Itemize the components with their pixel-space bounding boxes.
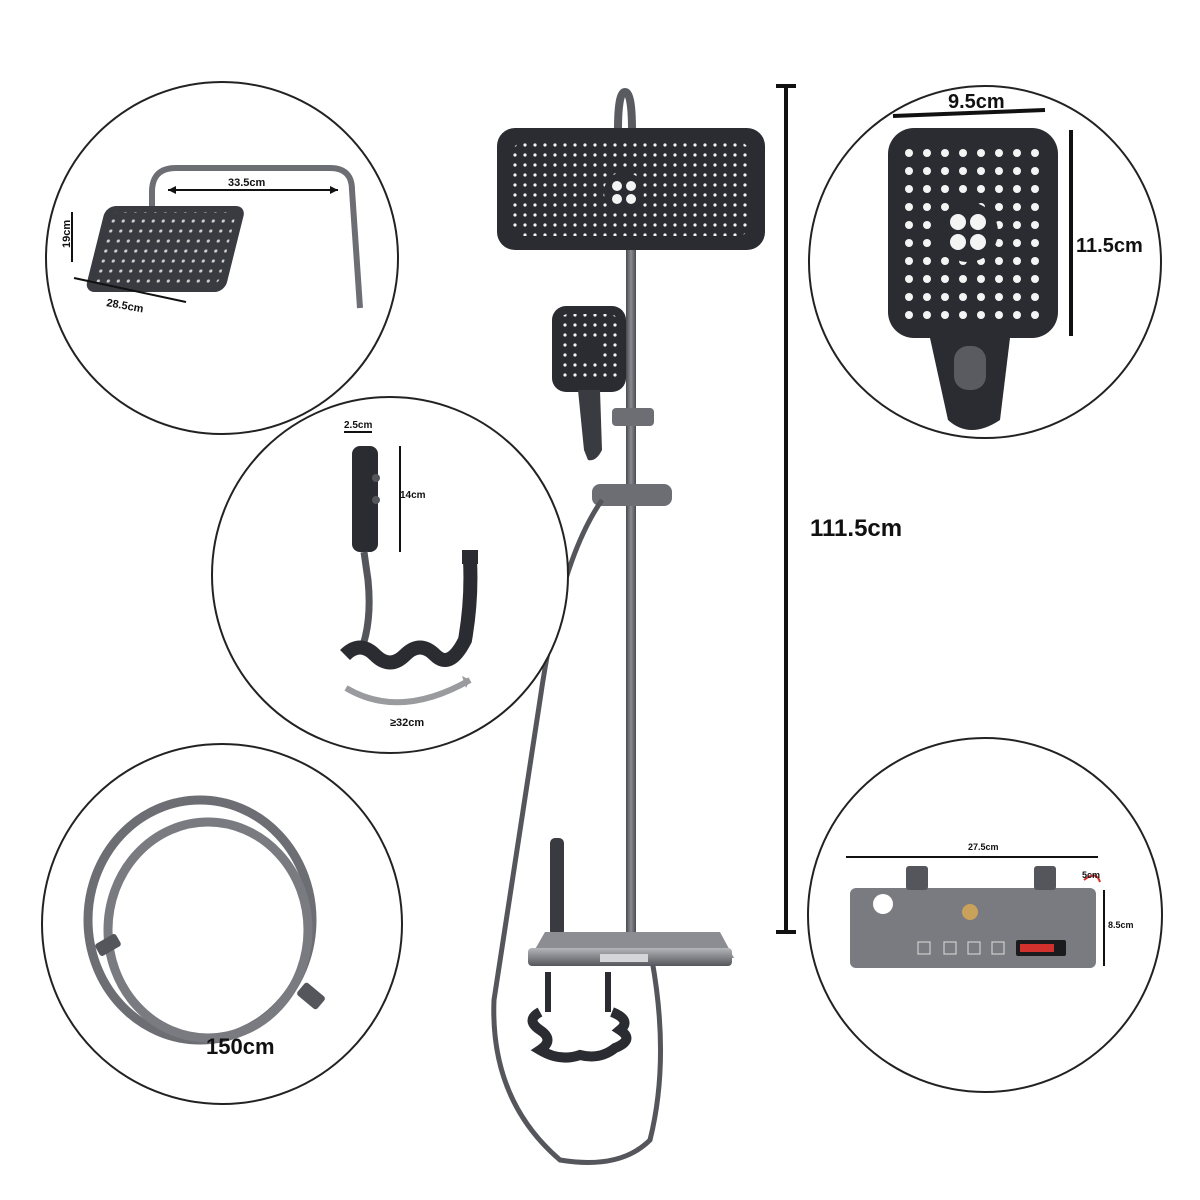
bidet-coil (527, 972, 632, 1063)
head-depth-label: 19cm (61, 220, 73, 248)
hose-detail: 150cm (41, 743, 403, 1105)
rain-head-arm (149, 165, 363, 309)
thermostat-panel-detail: 27.5cm 8.5cm 5cm (807, 737, 1163, 1093)
hand-height-label: 11.5cm (1076, 235, 1143, 257)
coil-length-label: ≥32cm (390, 717, 424, 729)
slide-rail (626, 240, 636, 940)
slider-bracket (592, 484, 672, 506)
tub-spout (550, 838, 564, 936)
panel-height-label: 8.5cm (1108, 920, 1134, 930)
rain-shower-head (497, 128, 765, 250)
hand-shower-holder (612, 408, 654, 426)
total-height-label: 111.5cm (810, 515, 902, 542)
total-height-dimension: 111.5cm (776, 84, 902, 934)
hose-length-label: 150cm (206, 1034, 275, 1059)
arm-length-label: 33.5cm (228, 177, 266, 189)
hand-width-label: 9.5cm (948, 91, 1005, 113)
shower-arm (614, 87, 636, 930)
hand-shower (552, 306, 626, 461)
panel-width-label: 27.5cm (968, 842, 999, 852)
shower-system (491, 87, 765, 1165)
thermostat-shelf (528, 932, 734, 966)
sprayer-diameter-label: 2.5cm (344, 420, 372, 431)
bidet-sprayer-detail: 2.5cm 14cm ≥32cm (211, 396, 569, 754)
rain-head-detail: 33.5cm 19cm 28.5cm (45, 81, 399, 435)
panel-depth-label: 5cm (1082, 870, 1100, 880)
hand-shower-detail: 9.5cm 11.5cm (808, 85, 1162, 439)
sprayer-length-label: 14cm (400, 490, 426, 501)
